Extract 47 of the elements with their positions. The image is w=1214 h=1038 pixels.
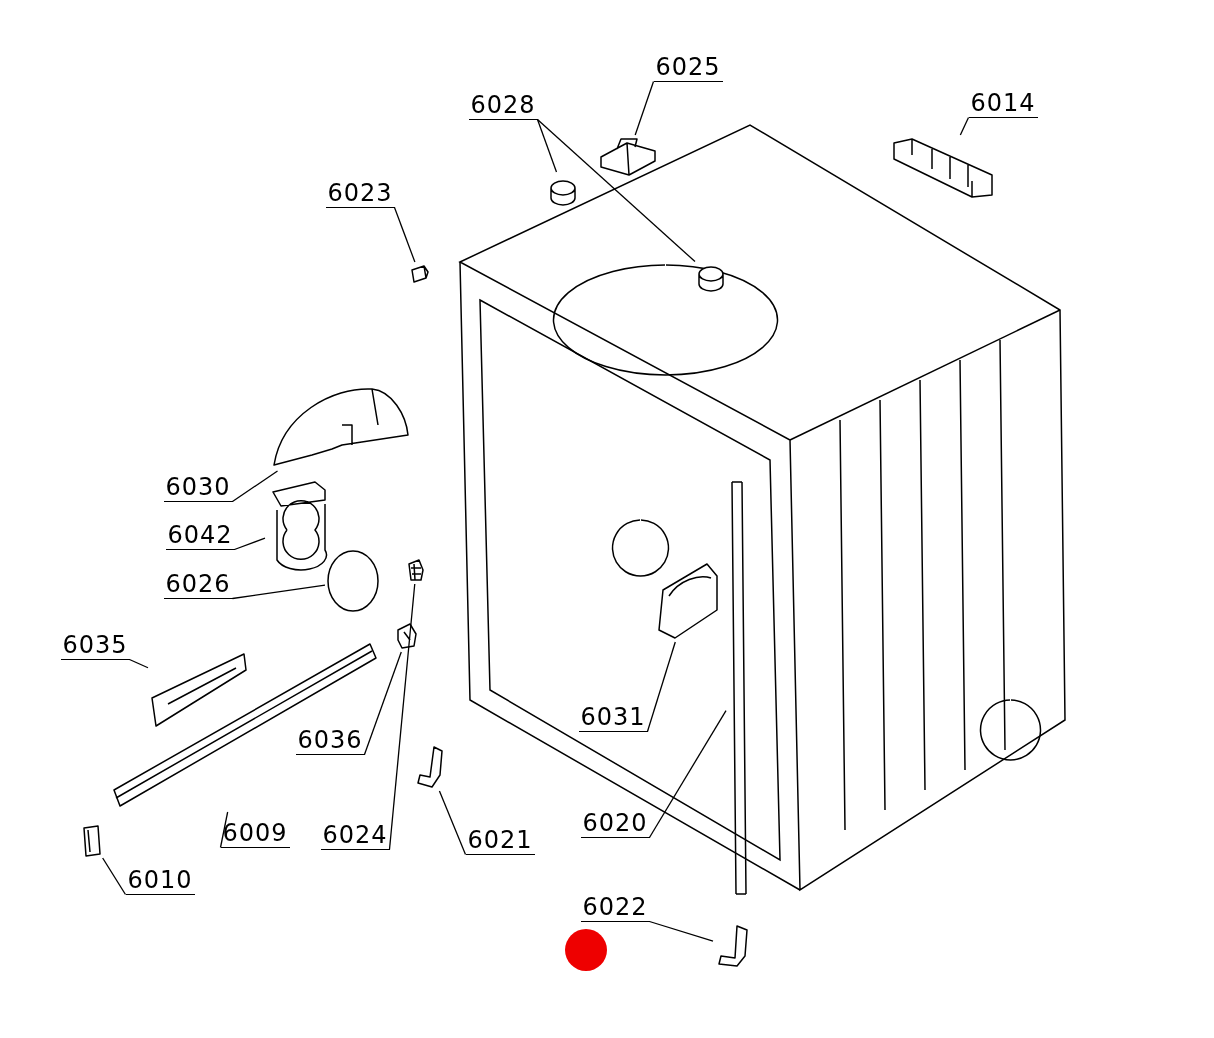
part-drawing	[272, 481, 328, 571]
part-drawing	[417, 746, 443, 788]
callout-number: 6030	[163, 472, 233, 502]
callout-number: 6020	[580, 808, 650, 838]
leader-line	[219, 811, 229, 849]
part-drawing	[550, 180, 576, 206]
part-drawing	[893, 138, 993, 198]
callout-number: 6028	[468, 90, 538, 120]
part-drawing	[397, 623, 417, 649]
callout-number: 6042	[165, 520, 235, 550]
callout-number: 6031	[578, 702, 648, 732]
part-drawing	[327, 550, 379, 612]
leader-line	[536, 118, 558, 173]
leader-line	[393, 206, 416, 263]
callout-number: 6024	[320, 820, 390, 850]
callout-number: 6025	[653, 52, 723, 82]
leader-line	[128, 658, 149, 669]
leader-line	[233, 537, 266, 551]
callout-number: 6026	[163, 569, 233, 599]
leader-line	[959, 116, 970, 136]
leader-line	[648, 920, 714, 942]
leader-line	[231, 584, 326, 600]
leader-line	[646, 641, 676, 733]
callout-number: 6021	[465, 825, 535, 855]
leader-line	[634, 80, 655, 136]
part-drawing	[718, 925, 748, 967]
callout-number: 6009	[220, 818, 290, 848]
part-drawing	[408, 559, 424, 581]
part-drawing	[83, 825, 101, 857]
part-drawing	[731, 481, 747, 895]
callout-number: 6010	[125, 865, 195, 895]
leader-line	[363, 651, 402, 756]
callout-number: 6022	[580, 892, 650, 922]
callout-number: 6035	[60, 630, 130, 660]
leader-line	[438, 790, 467, 856]
leader-line	[231, 470, 279, 503]
leader-line	[648, 709, 727, 839]
part-drawing	[658, 563, 718, 639]
leader-line	[102, 857, 127, 896]
part-drawing	[411, 265, 429, 283]
leader-line	[536, 118, 696, 263]
callout-number: 6014	[968, 88, 1038, 118]
callout-number: 6023	[325, 178, 395, 208]
leader-line	[388, 583, 416, 851]
part-drawing	[273, 388, 409, 466]
part-drawing	[698, 266, 724, 292]
part-drawing	[600, 138, 656, 176]
